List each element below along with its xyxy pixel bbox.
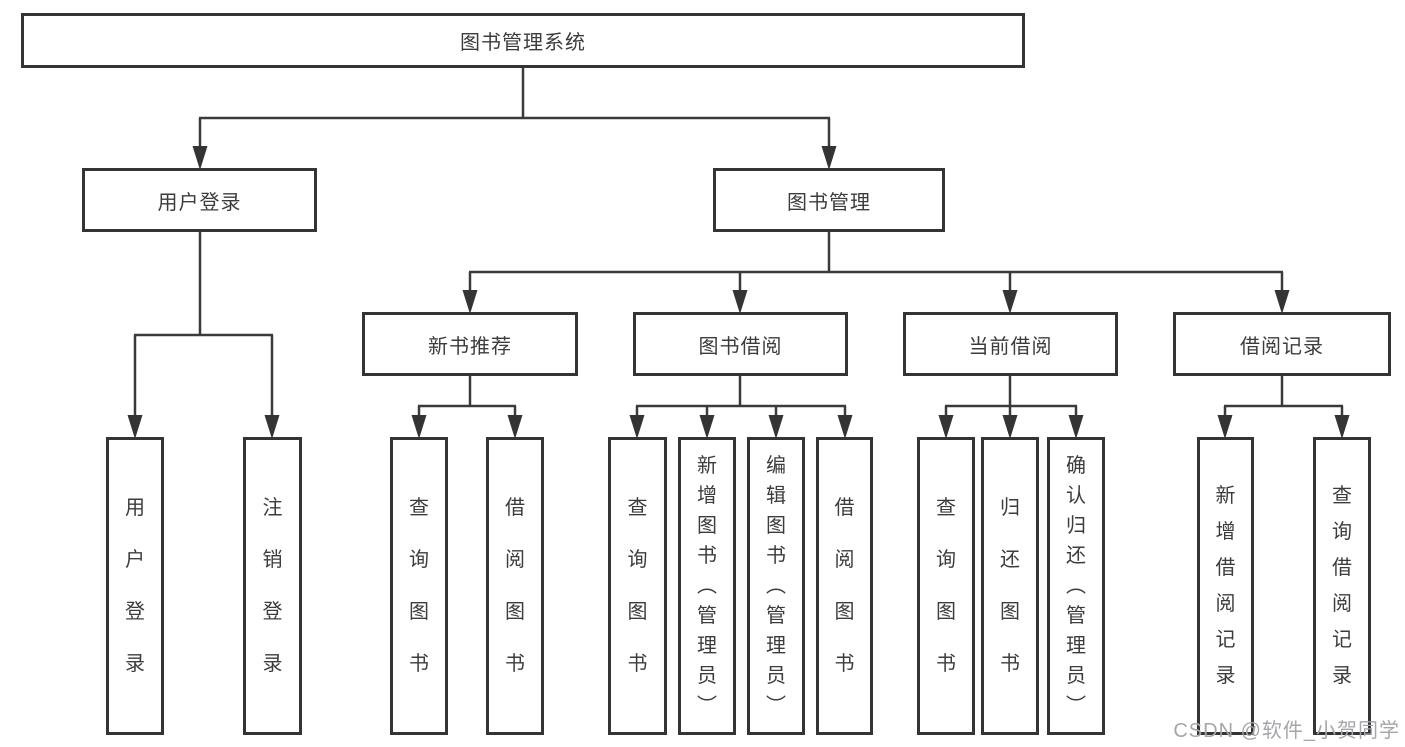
node-query-books-recommend: 查询图书 — [390, 437, 448, 735]
node-borrow-records: 借阅记录 — [1173, 312, 1391, 376]
node-borrow-books: 借阅图书 — [816, 437, 873, 735]
node-add-book-admin: 新增图书︵管理员︶ — [678, 437, 736, 735]
node-new-book-recommend: 新书推荐 — [362, 312, 578, 376]
arrowhead-icons — [127, 146, 1350, 439]
node-logout-action: 注销登录 — [243, 437, 302, 735]
node-add-borrow-record: 新增借阅记录 — [1197, 437, 1254, 735]
node-root-system: 图书管理系统 — [21, 13, 1025, 68]
node-query-books-borrow: 查询图书 — [608, 437, 667, 735]
node-user-login: 用户登录 — [82, 168, 317, 232]
node-current-borrow: 当前借阅 — [903, 312, 1118, 376]
node-query-borrow-record: 查询借阅记录 — [1313, 437, 1371, 735]
node-confirm-return-admin: 确认归还︵管理员︶ — [1047, 437, 1105, 735]
node-book-management: 图书管理 — [713, 168, 945, 232]
node-borrow-books-recommend: 借阅图书 — [486, 437, 544, 735]
node-query-books-current: 查询图书 — [917, 437, 975, 735]
node-user-login-action: 用户登录 — [106, 437, 164, 735]
node-book-borrow: 图书借阅 — [633, 312, 848, 376]
node-edit-book-admin: 编辑图书︵管理员︶ — [747, 437, 805, 735]
node-return-books: 归还图书 — [981, 437, 1039, 735]
watermark-text: CSDN @软件_小贺同学 — [1173, 720, 1400, 742]
